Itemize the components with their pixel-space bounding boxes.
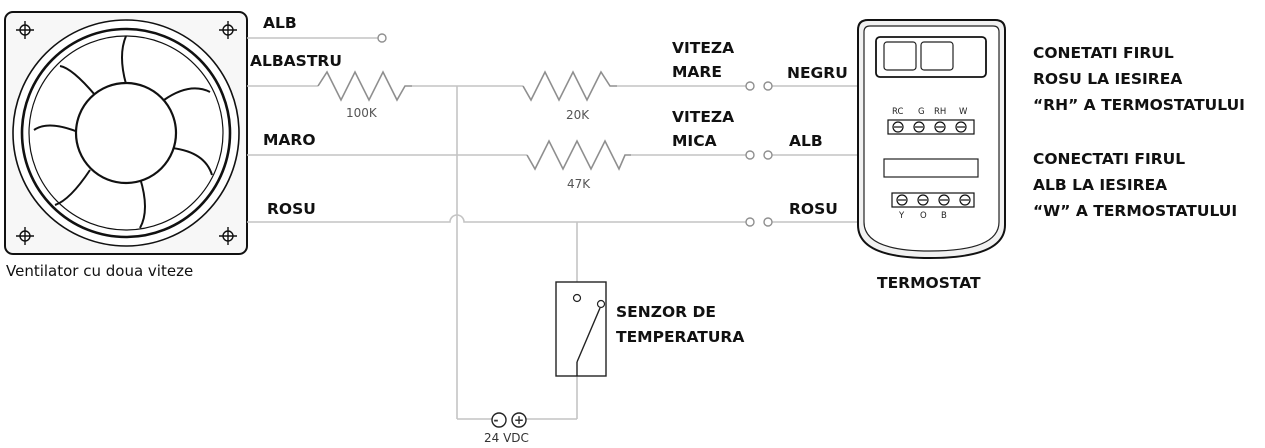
sensor-label-line1: SENZOR DE [616,303,716,321]
note1-line1: CONETATI FIRUL [1033,44,1174,62]
wire-label-maro: MARO [263,131,316,149]
thermostat-caption: TERMOSTAT [877,274,981,292]
power-label: 24 VDC [484,431,529,445]
terminal-y: Y [898,211,905,221]
conn-label-negru: NEGRU [787,64,848,82]
speed-high-line2: MARE [672,63,722,81]
resistor-20k-label: 20K [566,108,590,122]
resistor-100k-icon [317,70,412,102]
terminal-w: W [959,107,968,117]
resistor-100k-label: 100K [346,106,378,120]
power-plus: + [514,413,524,427]
thermostat-icon [857,19,1006,260]
wire-label-albastru: ALBASTRU [250,52,342,70]
conn-label-rosu: ROSU [789,200,838,218]
bottom-terminal-screws-icon [891,192,975,208]
resistor-47k-label: 47K [567,177,591,191]
note2-line2: ALB LA IESIREA [1033,176,1167,194]
wire-label-alb: ALB [263,14,297,32]
terminal-g: G [918,107,925,117]
speed-low-line1: VITEZA [672,108,734,126]
speed-low-line2: MICA [672,132,717,150]
terminal-icons [377,33,773,227]
note2-line1: CONECTATI FIRUL [1033,150,1185,168]
resistor-20k-icon [522,70,617,102]
terminal-o: O [920,211,927,221]
wires [247,37,983,420]
resistor-47k-icon [526,139,631,171]
terminal-rc: RC [892,107,903,117]
note2-line3: “W” A TERMOSTATULUI [1033,202,1237,220]
fan-caption: Ventilator cu doua viteze [6,262,193,280]
terminal-rh: RH [934,107,946,117]
wire-label-rosu: ROSU [267,200,316,218]
power-minus: - [494,413,499,427]
conn-label-alb: ALB [789,132,823,150]
note1-line2: ROSU LA IESIREA [1033,70,1182,88]
speed-high-line1: VITEZA [672,39,734,57]
temperature-sensor-icon [555,281,607,377]
fan-icon [4,11,248,255]
note1-line3: “RH” A TERMOSTATULUI [1033,96,1245,114]
power-source-icon [491,412,527,428]
sensor-label-line2: TEMPERATURA [616,328,744,346]
terminal-b: B [941,211,947,221]
top-terminal-screws-icon [887,119,975,135]
mount-screw-icons [16,21,237,245]
